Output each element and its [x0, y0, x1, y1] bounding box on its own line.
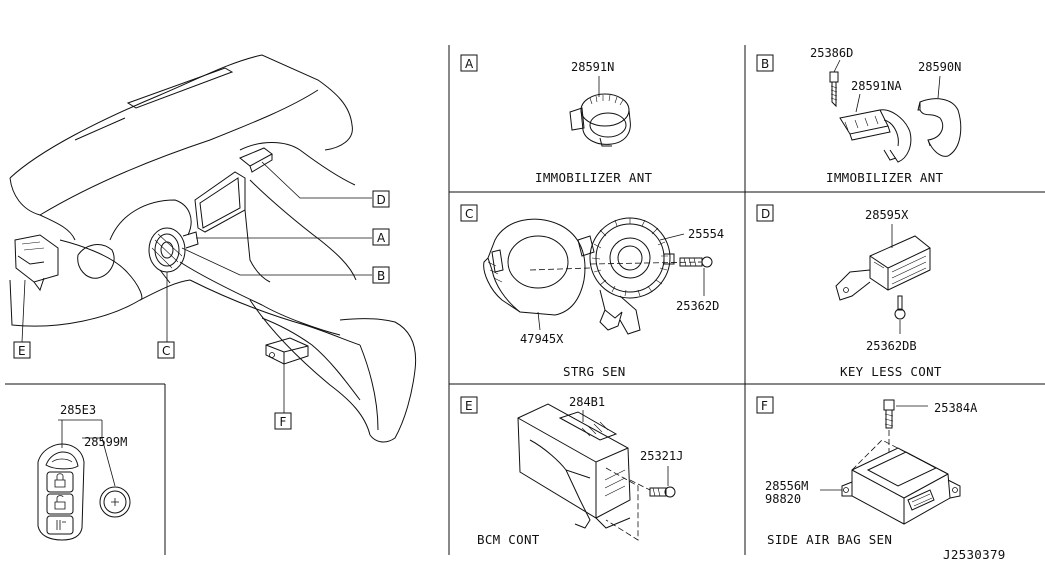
immobilizer-antenna-ring — [569, 93, 631, 147]
left-vent — [77, 244, 115, 279]
keyless-module-small — [239, 147, 273, 173]
center-stack-lower — [244, 209, 271, 283]
dash-lower-left — [9, 279, 191, 327]
callout-f-letter: F — [280, 415, 287, 429]
screw-25321j-icon — [649, 486, 676, 498]
screw-25386d-icon — [829, 71, 839, 108]
panel-d-tag — [756, 204, 774, 222]
panel-d: D 28595X 25362DB KEY LESS CONT — [756, 204, 942, 379]
part-25362db: 25362DB — [866, 339, 917, 353]
panel-f-caption: SIDE AIR BAG SEN — [767, 532, 892, 547]
panel-f: F 25384A 28556M 98820 SIDE AIR BAG SEN — [756, 396, 978, 547]
part-285e3: 285E3 — [60, 403, 96, 417]
panel-c-caption: STRG SEN — [563, 364, 626, 379]
console-side — [261, 317, 361, 401]
panel-e: E 284B1 25321J BCM CONT — [460, 395, 683, 547]
immobilizer-antenna-b — [839, 109, 912, 163]
dashboard-overview — [9, 54, 417, 443]
screw-25362db-icon — [894, 295, 906, 320]
console-top — [189, 279, 361, 346]
dash-crease — [74, 117, 126, 141]
callout-b: B — [372, 266, 390, 284]
overview-leader-lines — [21, 161, 372, 413]
panel-e-letter: E — [465, 399, 473, 413]
dash-top-outline — [9, 54, 353, 179]
callout-f: F — [274, 412, 292, 430]
dash-right-upper — [239, 142, 356, 186]
dash-upper-edge — [39, 89, 319, 216]
callout-d: D — [372, 190, 390, 208]
panel-a-letter: A — [465, 57, 474, 71]
part-28591na: 28591NA — [851, 79, 902, 93]
callout-e-letter: E — [18, 344, 26, 358]
diagram-id: J2530379 — [943, 547, 1006, 562]
callout-a: A — [372, 228, 390, 246]
callout-d-letter: D — [377, 193, 386, 207]
callout-e: E — [13, 341, 31, 359]
panel-f-tag — [756, 396, 774, 414]
steering-column — [148, 227, 199, 284]
panel-c-tag — [460, 204, 478, 222]
center-display-inner — [199, 177, 241, 229]
panel-b-caption: IMMOBILIZER ANT — [826, 170, 944, 185]
steering-sensor-ring — [483, 218, 586, 316]
console-lower — [249, 299, 371, 436]
panel-a: A 28591N IMMOBILIZER ANT — [460, 54, 653, 185]
part-28595x: 28595X — [865, 208, 909, 222]
console-rear — [339, 318, 417, 443]
part-25554: 25554 — [688, 227, 724, 241]
callout-b-letter: B — [377, 269, 385, 283]
panel-c: C 25554 25362D 47945X — [460, 204, 724, 379]
defrost-vent — [126, 67, 234, 109]
part-98820: 98820 — [765, 492, 801, 506]
fob-unlock-button — [46, 493, 74, 515]
console-front-edge — [359, 344, 379, 431]
side-airbag-sensor — [841, 447, 961, 525]
part-25384a: 25384A — [934, 401, 978, 415]
panel-e-tag — [460, 396, 478, 414]
center-stack-edge — [249, 179, 357, 281]
bcm-controller — [517, 403, 631, 529]
bcm-module-small — [14, 234, 59, 292]
panel-b-tag — [756, 54, 774, 72]
panel-a-caption: IMMOBILIZER ANT — [535, 170, 653, 185]
panel-b-letter: B — [761, 57, 769, 71]
panel-c-letter: C — [465, 207, 473, 221]
panel-d-letter: D — [761, 207, 770, 221]
keyless-controller — [835, 235, 931, 301]
clock-spring-assembly — [577, 217, 675, 335]
dash-left-edge — [9, 177, 76, 241]
panel-grid — [5, 45, 1045, 555]
floor-console-left — [179, 261, 341, 336]
part-25386d: 25386D — [810, 46, 853, 60]
panel-b: B 25386D 28591NA 28590N IMMOBILIZER ANT — [756, 46, 962, 185]
part-284b1: 284B1 — [569, 395, 605, 409]
callout-c: C — [157, 341, 175, 359]
part-25362d: 25362D — [676, 299, 719, 313]
part-28590n: 28590N — [918, 60, 961, 74]
coin-battery-icon — [99, 486, 131, 518]
callout-a-letter: A — [377, 231, 386, 245]
cluster-hood — [109, 199, 192, 241]
fob-lock-button — [46, 471, 74, 493]
antenna-cover-28590n — [917, 98, 962, 157]
dash-knee-panel — [59, 239, 143, 301]
part-28599m: 28599M — [84, 435, 127, 449]
airbag-sensor-small — [265, 337, 309, 365]
panel-a-tag — [460, 54, 478, 72]
panel-f-letter: F — [761, 399, 768, 413]
key-fob-panel: 285E3 28599M — [37, 403, 131, 541]
callout-c-letter: C — [162, 344, 170, 358]
part-47945x: 47945X — [520, 332, 564, 346]
part-28556m: 28556M — [765, 479, 808, 493]
panel-d-caption: KEY LESS CONT — [840, 364, 942, 379]
panel-e-caption: BCM CONT — [477, 532, 540, 547]
bolt-25384a-icon — [883, 399, 895, 429]
fob-panic-button — [46, 515, 74, 535]
part-25321j: 25321J — [640, 449, 683, 463]
key-fob-icon — [37, 443, 85, 541]
part-28591n: 28591N — [571, 60, 614, 74]
